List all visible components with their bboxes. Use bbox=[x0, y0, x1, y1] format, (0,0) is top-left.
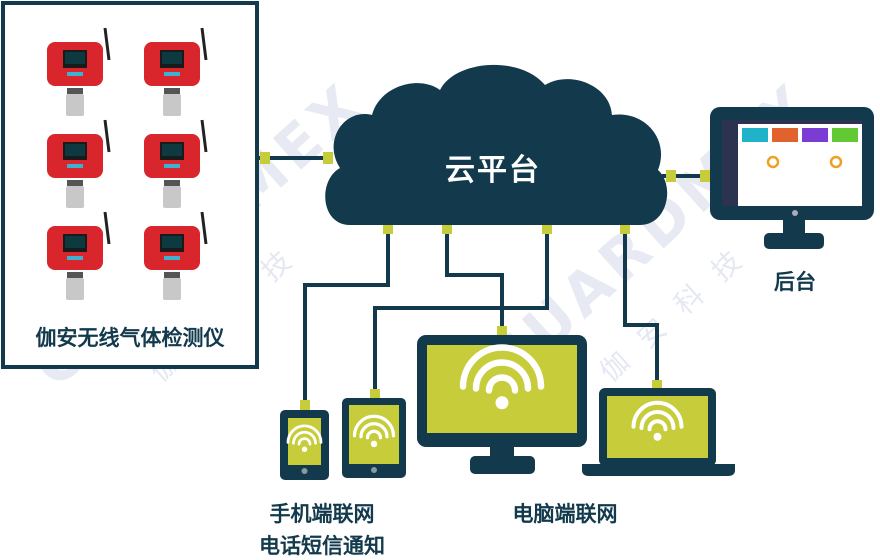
cloud-platform bbox=[325, 64, 668, 225]
wifi-icon bbox=[631, 400, 684, 441]
laptop-device bbox=[582, 388, 735, 476]
gas-detector bbox=[144, 27, 208, 116]
gas-detector bbox=[47, 27, 111, 116]
gas-detector bbox=[144, 119, 208, 208]
backend-label: 后台 bbox=[774, 270, 816, 294]
connectors bbox=[260, 152, 710, 410]
sensors-label: 伽安无线气体检测仪 bbox=[35, 326, 225, 350]
pc-label: 电脑端联网 bbox=[512, 502, 618, 526]
gas-detector bbox=[47, 119, 111, 208]
sensor-grid bbox=[47, 27, 208, 300]
cloud-label: 云平台 bbox=[445, 153, 541, 188]
wifi-icon bbox=[459, 344, 545, 410]
tablet-device bbox=[342, 398, 406, 478]
sensor-panel bbox=[1, 1, 259, 369]
phone-device bbox=[280, 410, 329, 480]
wifi-icons bbox=[286, 344, 684, 453]
wifi-icon bbox=[352, 414, 396, 448]
backend-monitor bbox=[710, 107, 874, 249]
mobile-label: 手机端联网 bbox=[269, 502, 375, 526]
gas-detector bbox=[47, 211, 111, 300]
connection-lines bbox=[258, 156, 712, 405]
gas-detector bbox=[144, 211, 208, 300]
sms-label: 电话短信通知 bbox=[259, 534, 385, 558]
wifi-icon bbox=[286, 424, 323, 453]
